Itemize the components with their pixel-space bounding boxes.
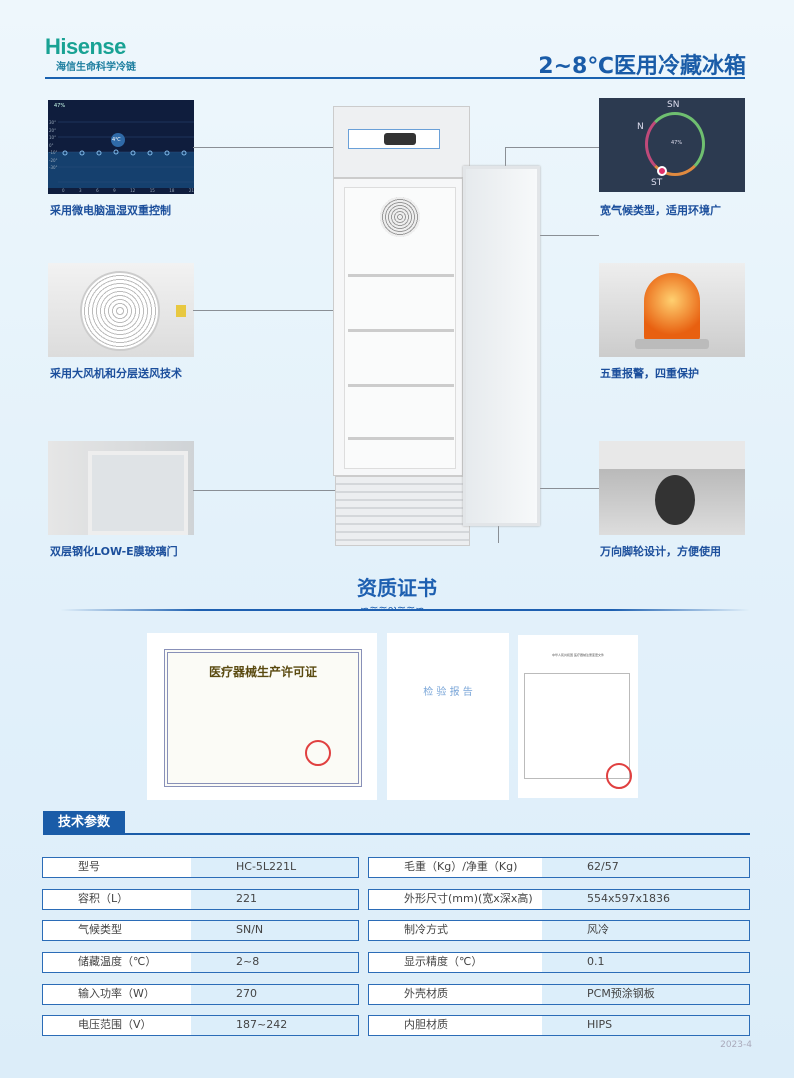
fridge-base-vent bbox=[335, 476, 470, 546]
spec-row: 输入功率（W） 270 bbox=[42, 984, 359, 1005]
page-title: 2~8℃医用冷藏冰箱 bbox=[538, 54, 746, 79]
spec-label: 外形尺寸(mm)(宽x深x高) bbox=[404, 892, 533, 905]
spec-value: 221 bbox=[191, 890, 358, 909]
feature-caption: 五重报警，四重保护 bbox=[600, 367, 699, 380]
temp-label: 4℃ bbox=[112, 137, 121, 143]
divider bbox=[45, 77, 745, 79]
fan-image bbox=[48, 263, 194, 357]
spec-label: 外壳材质 bbox=[404, 987, 448, 1000]
spec-value: HIPS bbox=[542, 1016, 749, 1035]
spec-value: 2~8 bbox=[191, 953, 358, 972]
alarm-light-image bbox=[599, 263, 745, 357]
spec-row: 电压范围（V） 187~242 bbox=[42, 1015, 359, 1036]
spec-row: 毛重（Kg）/净重（Kg) 62/57 bbox=[368, 857, 750, 878]
feature-caption: 双层钢化LOW-E膜玻璃门 bbox=[50, 545, 178, 558]
certificate-registration-change: 中华人民共和国 医疗器械注册变更文件 bbox=[518, 635, 638, 798]
spec-label: 电压范围（V） bbox=[78, 1018, 152, 1031]
spec-row: 外壳材质 PCM预涂钢板 bbox=[368, 984, 750, 1005]
y-ticks: 30°20°10°0°-10°-20°-30° bbox=[49, 120, 58, 170]
spec-label: 显示精度（℃） bbox=[404, 955, 483, 968]
humidity-readout: 47% bbox=[54, 103, 66, 109]
spec-label: 储藏温度（℃） bbox=[78, 955, 157, 968]
spec-row: 储藏温度（℃） 2~8 bbox=[42, 952, 359, 973]
spec-row: 型号 HC-5L221L bbox=[42, 857, 359, 878]
spec-row: 显示精度（℃） 0.1 bbox=[368, 952, 750, 973]
hisense-logo: Hisense bbox=[45, 34, 126, 59]
spec-value: 风冷 bbox=[542, 921, 749, 940]
fridge-top-panel bbox=[333, 106, 470, 178]
spec-label: 输入功率（W） bbox=[78, 987, 155, 1000]
spec-row: 容积（L） 221 bbox=[42, 889, 359, 910]
fridge-glass-door[interactable] bbox=[463, 166, 540, 526]
feature-caption: 采用大风机和分层送风技术 bbox=[50, 367, 182, 380]
spec-value: HC-5L221L bbox=[191, 858, 358, 877]
glass-door-image bbox=[48, 441, 194, 535]
spec-value: 270 bbox=[191, 985, 358, 1004]
publish-date: 2023-4 bbox=[720, 1040, 752, 1050]
spec-row: 制冷方式 风冷 bbox=[368, 920, 750, 941]
spec-row: 外形尺寸(mm)(宽x深x高) 554x597x1836 bbox=[368, 889, 750, 910]
spec-label: 毛重（Kg）/净重（Kg) bbox=[404, 860, 518, 873]
spec-value: 0.1 bbox=[542, 953, 749, 972]
spec-label: 型号 bbox=[78, 860, 100, 873]
certificate-inspection-report: 检 验 报 告 bbox=[387, 633, 509, 800]
spec-value: 62/57 bbox=[542, 858, 749, 877]
caster-wheel-image bbox=[599, 441, 745, 535]
spec-row: 内胆材质 HIPS bbox=[368, 1015, 750, 1036]
ornament-icon: ∽≈≈∾≈≈∽ bbox=[360, 602, 425, 615]
certificate-production-license: 医疗器械生产许可证 bbox=[147, 633, 377, 800]
spec-label: 容积（L） bbox=[78, 892, 129, 905]
spec-value: 554x597x1836 bbox=[542, 890, 749, 909]
climate-dial-image: SN N ST 47% bbox=[599, 98, 745, 192]
brand-subtitle: 海信生命科学冷链 bbox=[56, 62, 136, 73]
feature-caption: 宽气候类型，适用环境广 bbox=[600, 204, 721, 217]
tab-specs: 技术参数 bbox=[43, 811, 125, 834]
fridge-cabinet bbox=[333, 178, 463, 476]
spec-value: PCM预涂钢板 bbox=[542, 985, 749, 1004]
divider bbox=[60, 609, 750, 611]
feature-caption: 采用微电脑温湿双重控制 bbox=[50, 204, 171, 217]
spec-label: 内胆材质 bbox=[404, 1018, 448, 1031]
spec-value: 187~242 bbox=[191, 1016, 358, 1035]
spec-label: 制冷方式 bbox=[404, 923, 448, 936]
divider bbox=[43, 833, 750, 835]
spec-value: SN/N bbox=[191, 921, 358, 940]
feature-caption: 万向脚轮设计，方便使用 bbox=[600, 545, 721, 558]
certificates-title: 资质证书 bbox=[357, 576, 437, 600]
spec-label: 气候类型 bbox=[78, 923, 122, 936]
spec-row: 气候类型 SN/N bbox=[42, 920, 359, 941]
